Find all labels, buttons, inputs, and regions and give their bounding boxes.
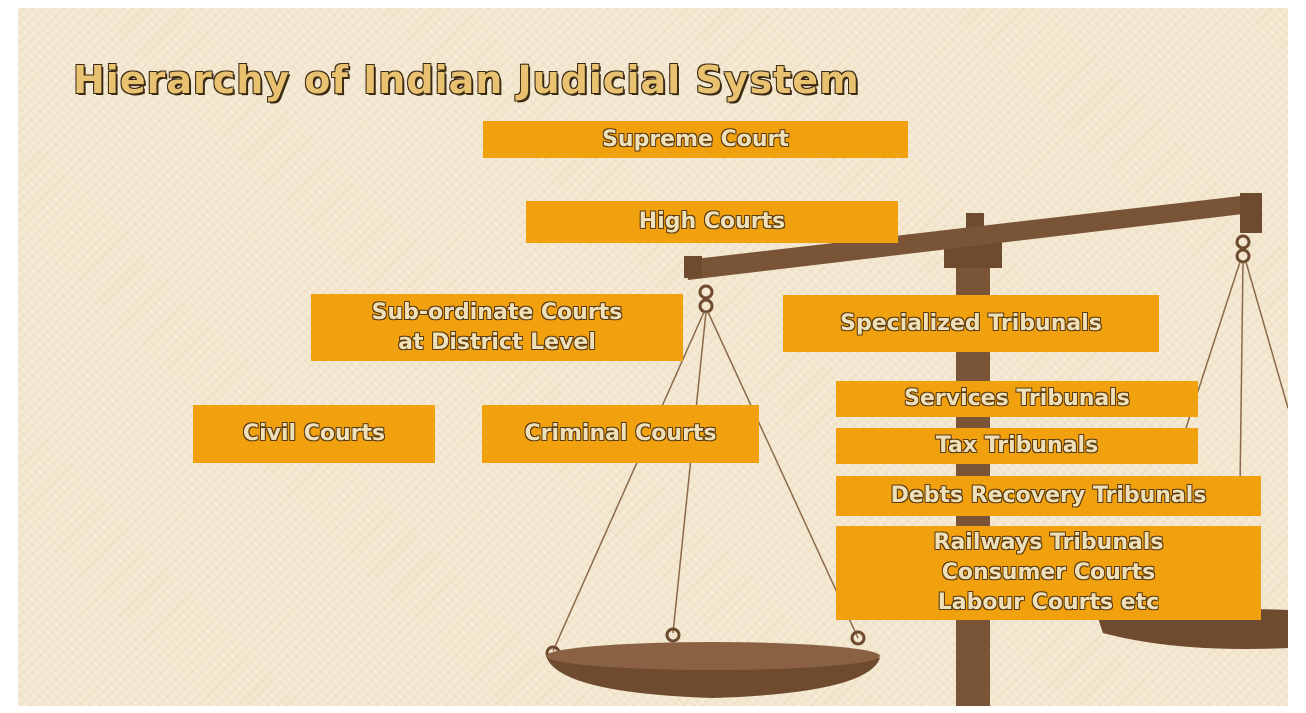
debts-recovery-tribunals-box: Debts Recovery Tribunals (836, 476, 1261, 516)
criminal-courts-box: Criminal Courts (482, 405, 759, 463)
slide: Hierarchy of Indian Judicial System Supr… (18, 8, 1288, 706)
supreme-court-box: Supreme Court (483, 121, 908, 158)
other-tribunals-box: Railways Tribunals Consumer Courts Labou… (836, 526, 1261, 620)
specialized-tribunals-box: Specialized Tribunals (783, 295, 1159, 352)
tax-tribunals-box: Tax Tribunals (836, 428, 1198, 464)
subordinate-courts-box: Sub-ordinate Courts at District Level (311, 294, 683, 361)
high-courts-box: High Courts (526, 201, 898, 243)
page-title: Hierarchy of Indian Judicial System (73, 58, 860, 102)
services-tribunals-box: Services Tribunals (836, 381, 1198, 417)
civil-courts-box: Civil Courts (193, 405, 435, 463)
